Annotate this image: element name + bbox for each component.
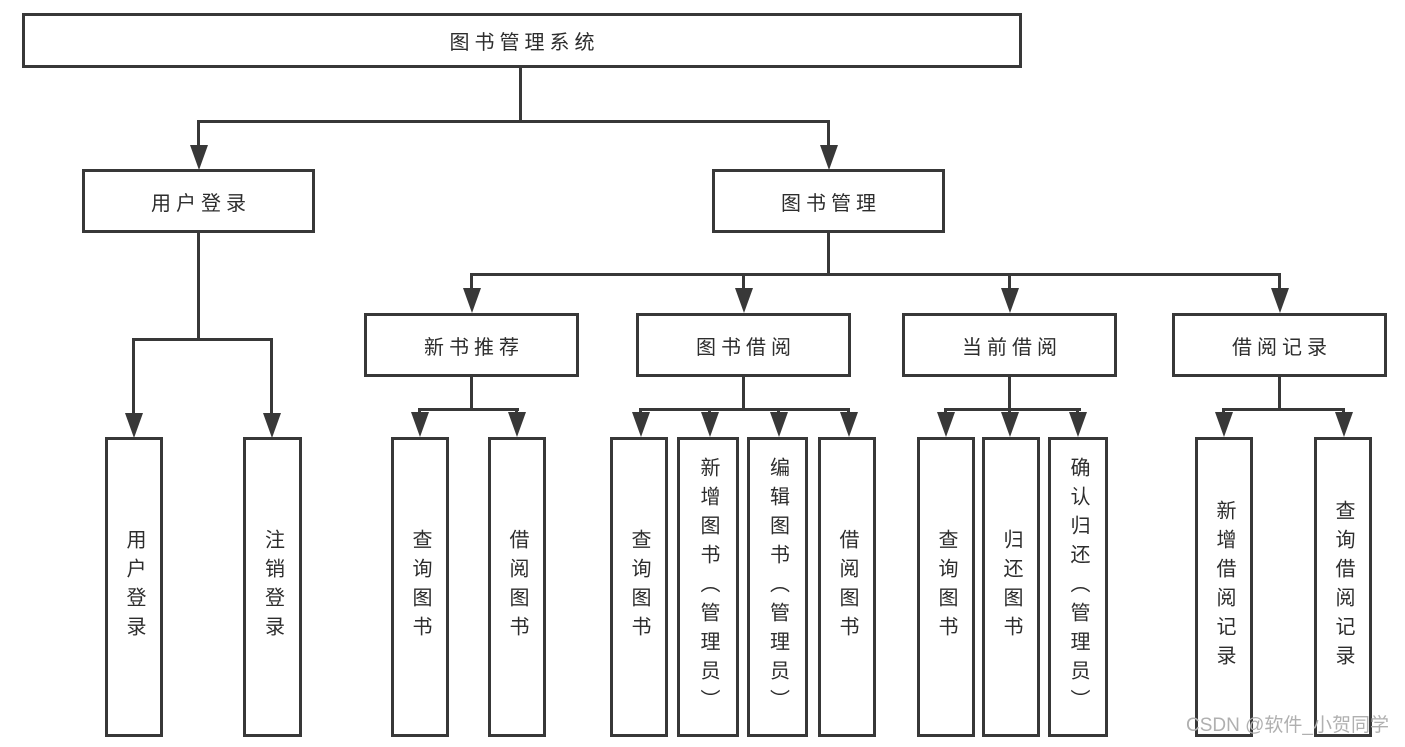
node-label: 用户登录 <box>151 192 251 215</box>
node-current-borrow: 当前借阅 <box>902 313 1117 377</box>
node-library-management-system: 图书管理系统 <box>22 13 1022 68</box>
arrow-down-icon <box>1215 412 1233 437</box>
leaf-label: 归还图书 <box>1000 529 1022 645</box>
leaf-label: 借阅图书 <box>836 529 858 645</box>
arrow-down-icon <box>411 412 429 437</box>
connector-v-to-user-login <box>197 120 200 148</box>
arrow-down-icon <box>820 145 838 170</box>
leaf-label: 查询图书 <box>409 529 431 645</box>
arrow-down-icon <box>1335 412 1353 437</box>
leaf-cb-query-books: 查询图书 <box>917 437 975 737</box>
node-book-management: 图书管理 <box>712 169 945 233</box>
node-label: 当前借阅 <box>962 336 1062 359</box>
connector-v-to-current-borrow <box>1008 273 1011 293</box>
connector-h-user-login <box>132 338 273 341</box>
node-label: 图书管理 <box>781 192 881 215</box>
node-label: 借阅记录 <box>1232 336 1332 359</box>
connector-h-root <box>197 120 830 123</box>
connector-h-borrow-records <box>1222 408 1345 411</box>
arrow-down-icon <box>632 412 650 437</box>
connector-v-new-book <box>470 377 473 408</box>
arrow-down-icon <box>1001 412 1019 437</box>
connector-v-to-book-borrow <box>742 273 745 293</box>
arrow-down-icon <box>937 412 955 437</box>
arrow-down-icon <box>508 412 526 437</box>
leaf-bb-edit-books-admin: 编辑图书（管理员） <box>747 437 808 737</box>
leaf-logout: 注销登录 <box>243 437 302 737</box>
connector-h-book-borrow <box>639 408 850 411</box>
leaf-label: 查询借阅记录 <box>1332 500 1354 674</box>
leaf-label: 编辑图书（管理员） <box>766 456 789 718</box>
connector-v-to-new-book <box>470 273 473 293</box>
connector-v-to-borrow-records <box>1278 273 1281 293</box>
connector-v-borrow-records <box>1278 377 1281 408</box>
leaf-cb-return-books: 归还图书 <box>982 437 1040 737</box>
leaf-label: 新增借阅记录 <box>1213 500 1235 674</box>
arrow-down-icon <box>463 288 481 313</box>
leaf-br-query-borrow-record: 查询借阅记录 <box>1314 437 1372 737</box>
node-label: 图书管理系统 <box>449 32 600 54</box>
arrow-down-icon <box>1271 288 1289 313</box>
connector-v-current-borrow <box>1008 377 1011 408</box>
arrow-down-icon <box>1069 412 1087 437</box>
connector-v-user-login <box>197 233 200 338</box>
leaf-br-add-borrow-record: 新增借阅记录 <box>1195 437 1253 737</box>
arrow-down-icon <box>263 413 281 438</box>
arrow-down-icon <box>840 412 858 437</box>
node-label: 图书借阅 <box>696 336 796 359</box>
leaf-bb-query-books: 查询图书 <box>610 437 668 737</box>
leaf-bb-borrow-books: 借阅图书 <box>818 437 876 737</box>
arrow-down-icon <box>735 288 753 313</box>
node-borrow-records: 借阅记录 <box>1172 313 1387 377</box>
leaf-label: 注销登录 <box>261 529 284 645</box>
leaf-label: 借阅图书 <box>506 529 528 645</box>
node-user-login: 用户登录 <box>82 169 315 233</box>
leaf-label: 查询图书 <box>935 529 957 645</box>
connector-v-book-borrow <box>742 377 745 408</box>
leaf-label: 查询图书 <box>628 529 650 645</box>
connector-h-book-management <box>470 273 1281 276</box>
arrow-down-icon <box>770 412 788 437</box>
leaf-label: 用户登录 <box>123 529 145 645</box>
leaf-label: 新增图书（管理员） <box>697 456 719 718</box>
leaf-cb-confirm-return-admin: 确认归还（管理员） <box>1048 437 1108 737</box>
leaf-user-login: 用户登录 <box>105 437 163 737</box>
leaf-nb-borrow-books: 借阅图书 <box>488 437 546 737</box>
arrow-down-icon <box>190 145 208 170</box>
connector-v-to-leaf <box>132 338 135 416</box>
connector-v-root <box>519 68 522 120</box>
connector-v-book-management <box>827 233 830 273</box>
leaf-bb-add-books-admin: 新增图书（管理员） <box>677 437 739 737</box>
connector-h-new-book <box>418 408 519 411</box>
connector-v-to-leaf <box>270 338 273 416</box>
arrow-down-icon <box>1001 288 1019 313</box>
leaf-label: 确认归还（管理员） <box>1067 456 1089 718</box>
arrow-down-icon <box>701 412 719 437</box>
node-book-borrow: 图书借阅 <box>636 313 851 377</box>
leaf-nb-query-books: 查询图书 <box>391 437 449 737</box>
connector-h-current-borrow <box>944 408 1081 411</box>
connector-v-to-book-management <box>827 120 830 148</box>
node-new-book-recommend: 新书推荐 <box>364 313 579 377</box>
watermark-text: CSDN @软件_小贺同学 <box>1186 715 1389 736</box>
arrow-down-icon <box>125 413 143 438</box>
node-label: 新书推荐 <box>424 336 524 359</box>
